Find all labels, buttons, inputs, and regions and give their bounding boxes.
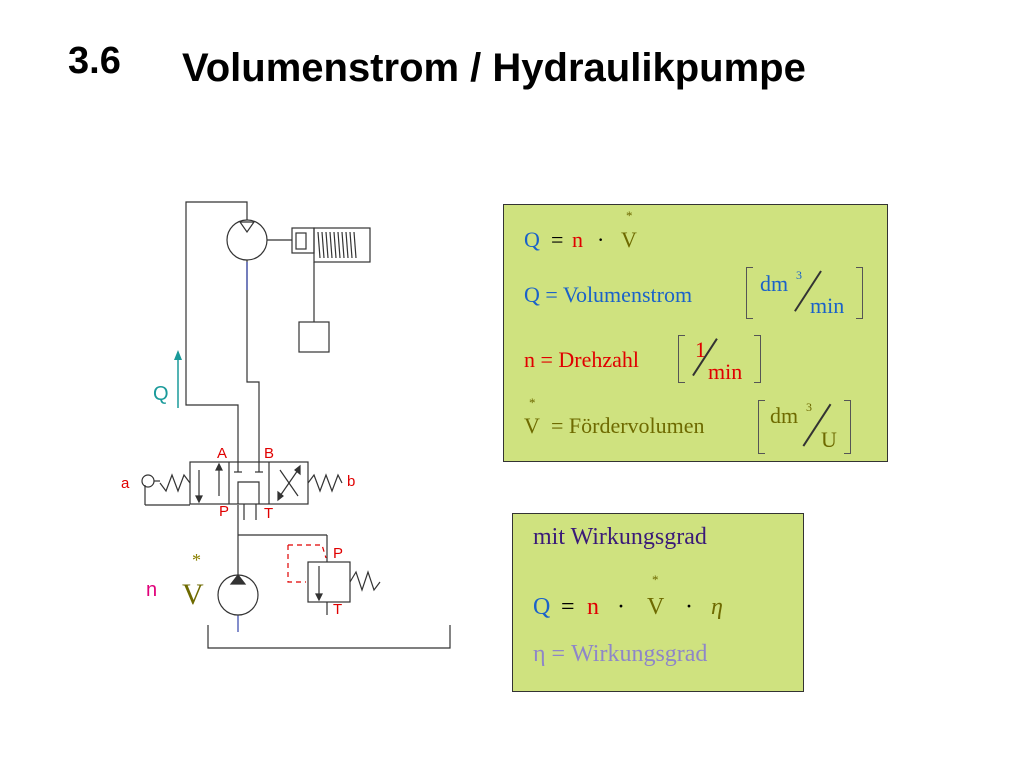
eq2-star: * [652, 572, 659, 587]
volume-unit-exp: 3 [806, 400, 812, 414]
eq1-equals: = [551, 227, 564, 252]
eq1-dot: · [597, 227, 605, 252]
eq1-star: * [626, 208, 633, 223]
volume-unit-den: U [821, 427, 837, 452]
solenoid-a-label: a [121, 475, 130, 492]
relief-p-label: P [333, 545, 343, 562]
flow-unit-num: dm [760, 271, 789, 296]
efficiency-box: mit Wirkungsgrad Q = n · * V · η η = Wir… [512, 513, 804, 692]
volume-label: V [182, 578, 204, 611]
unit-bracket-left [746, 267, 753, 319]
spring-coil [317, 231, 357, 259]
unit-bracket-right [844, 400, 851, 454]
port-p-label: P [219, 503, 229, 520]
eq2-equals: = [561, 594, 575, 620]
speed-label: n [146, 579, 157, 601]
eq2-eta: η [711, 594, 723, 620]
efficiency-definition: η = Wirkungsgrad [533, 641, 708, 667]
efficiency-heading: mit Wirkungsgrad [533, 524, 707, 550]
volume-symbol: V [524, 413, 540, 438]
unit-bracket-right [856, 267, 863, 319]
eq2-q: Q [533, 594, 551, 620]
hydraulic-pump [217, 574, 259, 616]
hydraulic-motor [226, 219, 371, 263]
flow-unit-den: min [810, 293, 845, 318]
directional-valve [141, 461, 343, 520]
page-title: Volumenstrom / Hydraulikpumpe [182, 46, 806, 90]
eq2-dot1: · [617, 594, 625, 620]
pressure-relief-valve [287, 544, 381, 603]
eq2-v: V [647, 594, 665, 620]
port-a-label: A [217, 445, 227, 462]
unit-bracket-right [754, 335, 761, 383]
unit-bracket-left [678, 335, 685, 383]
relief-t-label: T [333, 601, 342, 618]
eq1-v: V [621, 227, 637, 252]
speed-unit-num: 1 [695, 337, 706, 362]
hydraulic-lines [185, 201, 451, 649]
flow-label: Q [153, 383, 169, 405]
speed-unit-den: min [708, 359, 743, 384]
formula-box: Q = n · * V Q = Volumenstrom dm 3 min n … [503, 204, 888, 462]
volume-definition: = Fördervolumen [551, 413, 705, 438]
port-b-label: B [264, 445, 274, 462]
volume-star: * [529, 395, 536, 410]
load-weight [298, 262, 330, 353]
flow-definition: Q = Volumenstrom [524, 282, 693, 307]
section-number: 3.6 [68, 40, 121, 82]
eq2-n: n [587, 594, 599, 620]
port-t-label: T [264, 505, 273, 522]
speed-definition: n = Drehzahl [524, 347, 640, 372]
volume-unit-num: dm [770, 403, 799, 428]
flow-unit-exp: 3 [796, 268, 802, 282]
flow-arrow [174, 350, 182, 408]
volume-star: * [192, 550, 201, 570]
eq2-dot2: · [685, 594, 693, 620]
solenoid-b-label: b [347, 473, 355, 490]
unit-bracket-left [758, 400, 765, 454]
eq1-q: Q [524, 227, 540, 252]
eq1-n: n [572, 227, 583, 252]
